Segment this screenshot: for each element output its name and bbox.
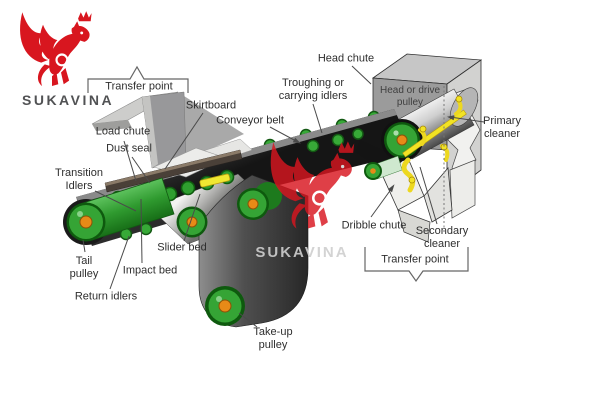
leader-lines bbox=[82, 65, 485, 328]
watermark-text: SUKAVINA bbox=[255, 244, 349, 261]
tail-pulley-graphic bbox=[63, 177, 175, 245]
skirtboard-graphic bbox=[104, 149, 243, 193]
brand-logo-icon bbox=[18, 10, 93, 88]
carrying-idlers-graphic bbox=[119, 128, 364, 241]
take-up-pulley-graphic bbox=[205, 286, 245, 326]
cover-plate bbox=[184, 96, 244, 160]
leader-arrowheads bbox=[292, 115, 455, 193]
transfer-point-right-bracket bbox=[364, 247, 469, 283]
snub-pulley-graphic bbox=[237, 182, 282, 220]
brand-name: SUKAVINA bbox=[22, 92, 115, 108]
transfer-point-left-bracket bbox=[87, 65, 189, 93]
belt-cleaners-graphic bbox=[401, 95, 467, 193]
bend-pulley-graphic bbox=[176, 206, 208, 238]
